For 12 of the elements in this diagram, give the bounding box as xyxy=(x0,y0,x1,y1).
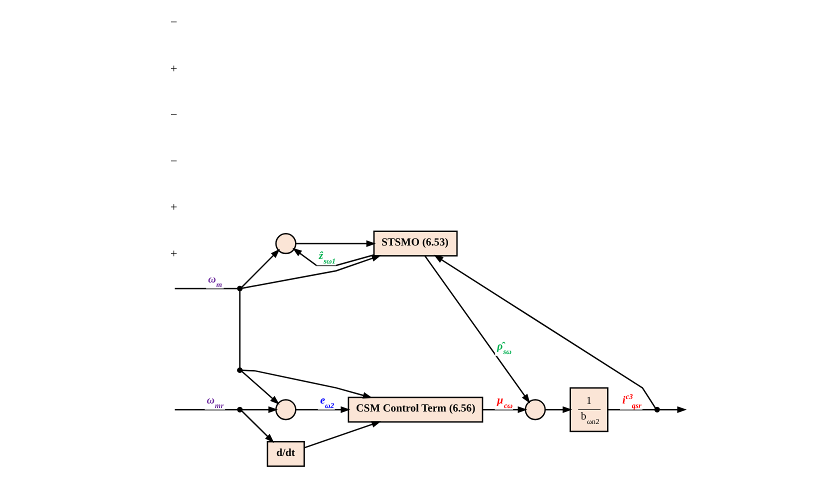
label: + xyxy=(170,61,177,76)
label: + xyxy=(170,246,177,260)
edge-label: ρ̂$_{sω}$ xyxy=(496,340,512,356)
label: + xyxy=(170,200,177,214)
label: − xyxy=(170,154,177,168)
edge-label: ω$_{m}$ xyxy=(208,273,222,289)
label: − xyxy=(170,108,177,122)
edge-label: μ$_{cω}$ xyxy=(496,394,512,410)
edge-label: ẑ$_{sω1}$ xyxy=(318,250,336,266)
edge-label: e$_{ω2}$ xyxy=(320,394,334,410)
label: − xyxy=(170,15,177,30)
edge-label: ω$_{mr}$ xyxy=(206,394,224,410)
